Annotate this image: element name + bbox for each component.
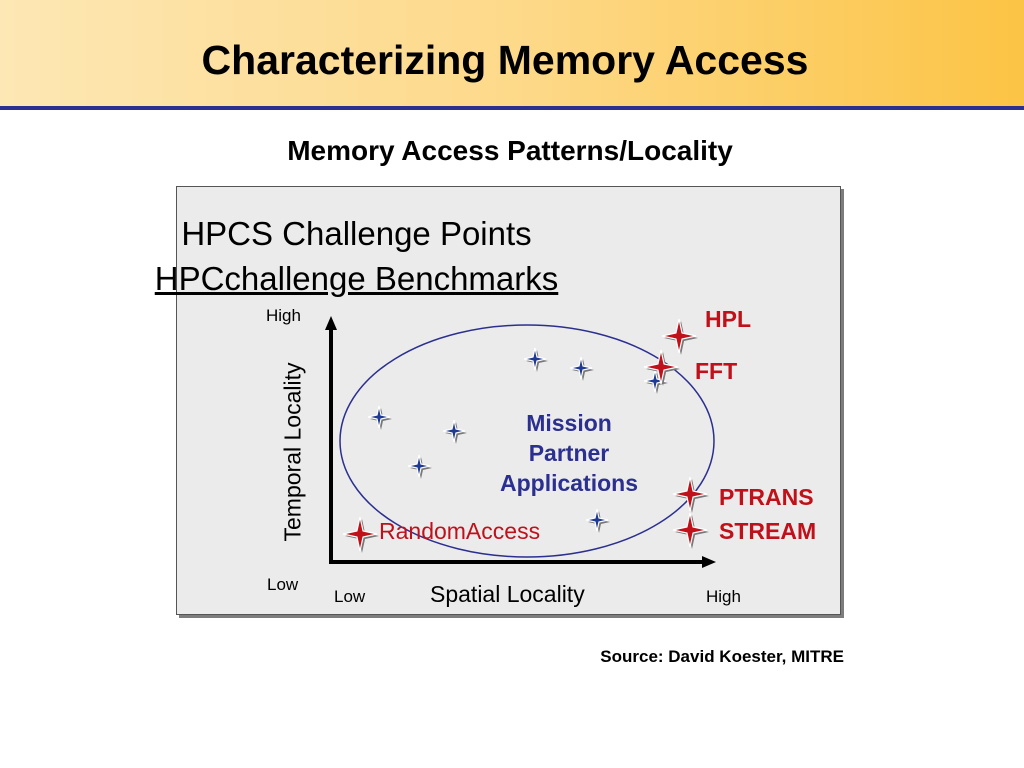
benchmark-star-ptrans [673,477,709,513]
benchmark-star-hpl [662,319,698,355]
benchmark-label-ptrans: PTRANS [719,484,814,510]
benchmark-label-fft: FFT [695,358,738,384]
header-rule [0,106,1024,110]
mission-label-line-1: Mission [526,410,612,436]
diagram-heading-1: HPCS Challenge Points [181,215,532,252]
application-star-7 [586,509,610,533]
mission-label-line-3: Applications [499,470,638,496]
mission-region-ellipse [339,324,715,558]
benchmark-star-stream [673,513,709,549]
x-axis-high-label: High [706,587,741,606]
y-axis-low-label: Low [267,575,299,594]
diagram-heading-2-text: HPCchallenge Benchmarks [154,260,559,297]
y-axis-label: Temporal Locality [279,362,306,542]
x-axis-arrow [702,556,716,568]
benchmark-star-randomaccess [343,517,379,553]
benchmark-label-randomaccess: RandomAccess [379,518,541,544]
benchmark-label-stream: STREAM [719,518,817,544]
diagram-panel [176,186,841,615]
slide-subtitle: Memory Access Patterns/Locality [287,135,733,166]
x-axis-low-label: Low [334,587,366,606]
y-axis-arrow [325,316,337,330]
y-axis-high-label: High [266,306,301,325]
source-credit: Source: David Koester, MITRE [600,647,844,666]
mission-label-line-2: Partner [528,440,610,466]
mission-partner-label: Mission Partner Applications [469,408,669,498]
x-axis-label: Spatial Locality [430,581,585,607]
application-star-1 [524,348,548,372]
benchmark-label-hpl: HPL [705,306,751,332]
application-star-5 [443,420,467,444]
slide-title: Characterizing Memory Access [201,37,809,83]
application-star-4 [368,406,392,430]
diagram-heading-2: HPCchallenge Benchmarks [0,260,713,298]
application-star-6 [408,455,432,479]
slide-header [0,0,1024,106]
application-star-2 [570,357,594,381]
